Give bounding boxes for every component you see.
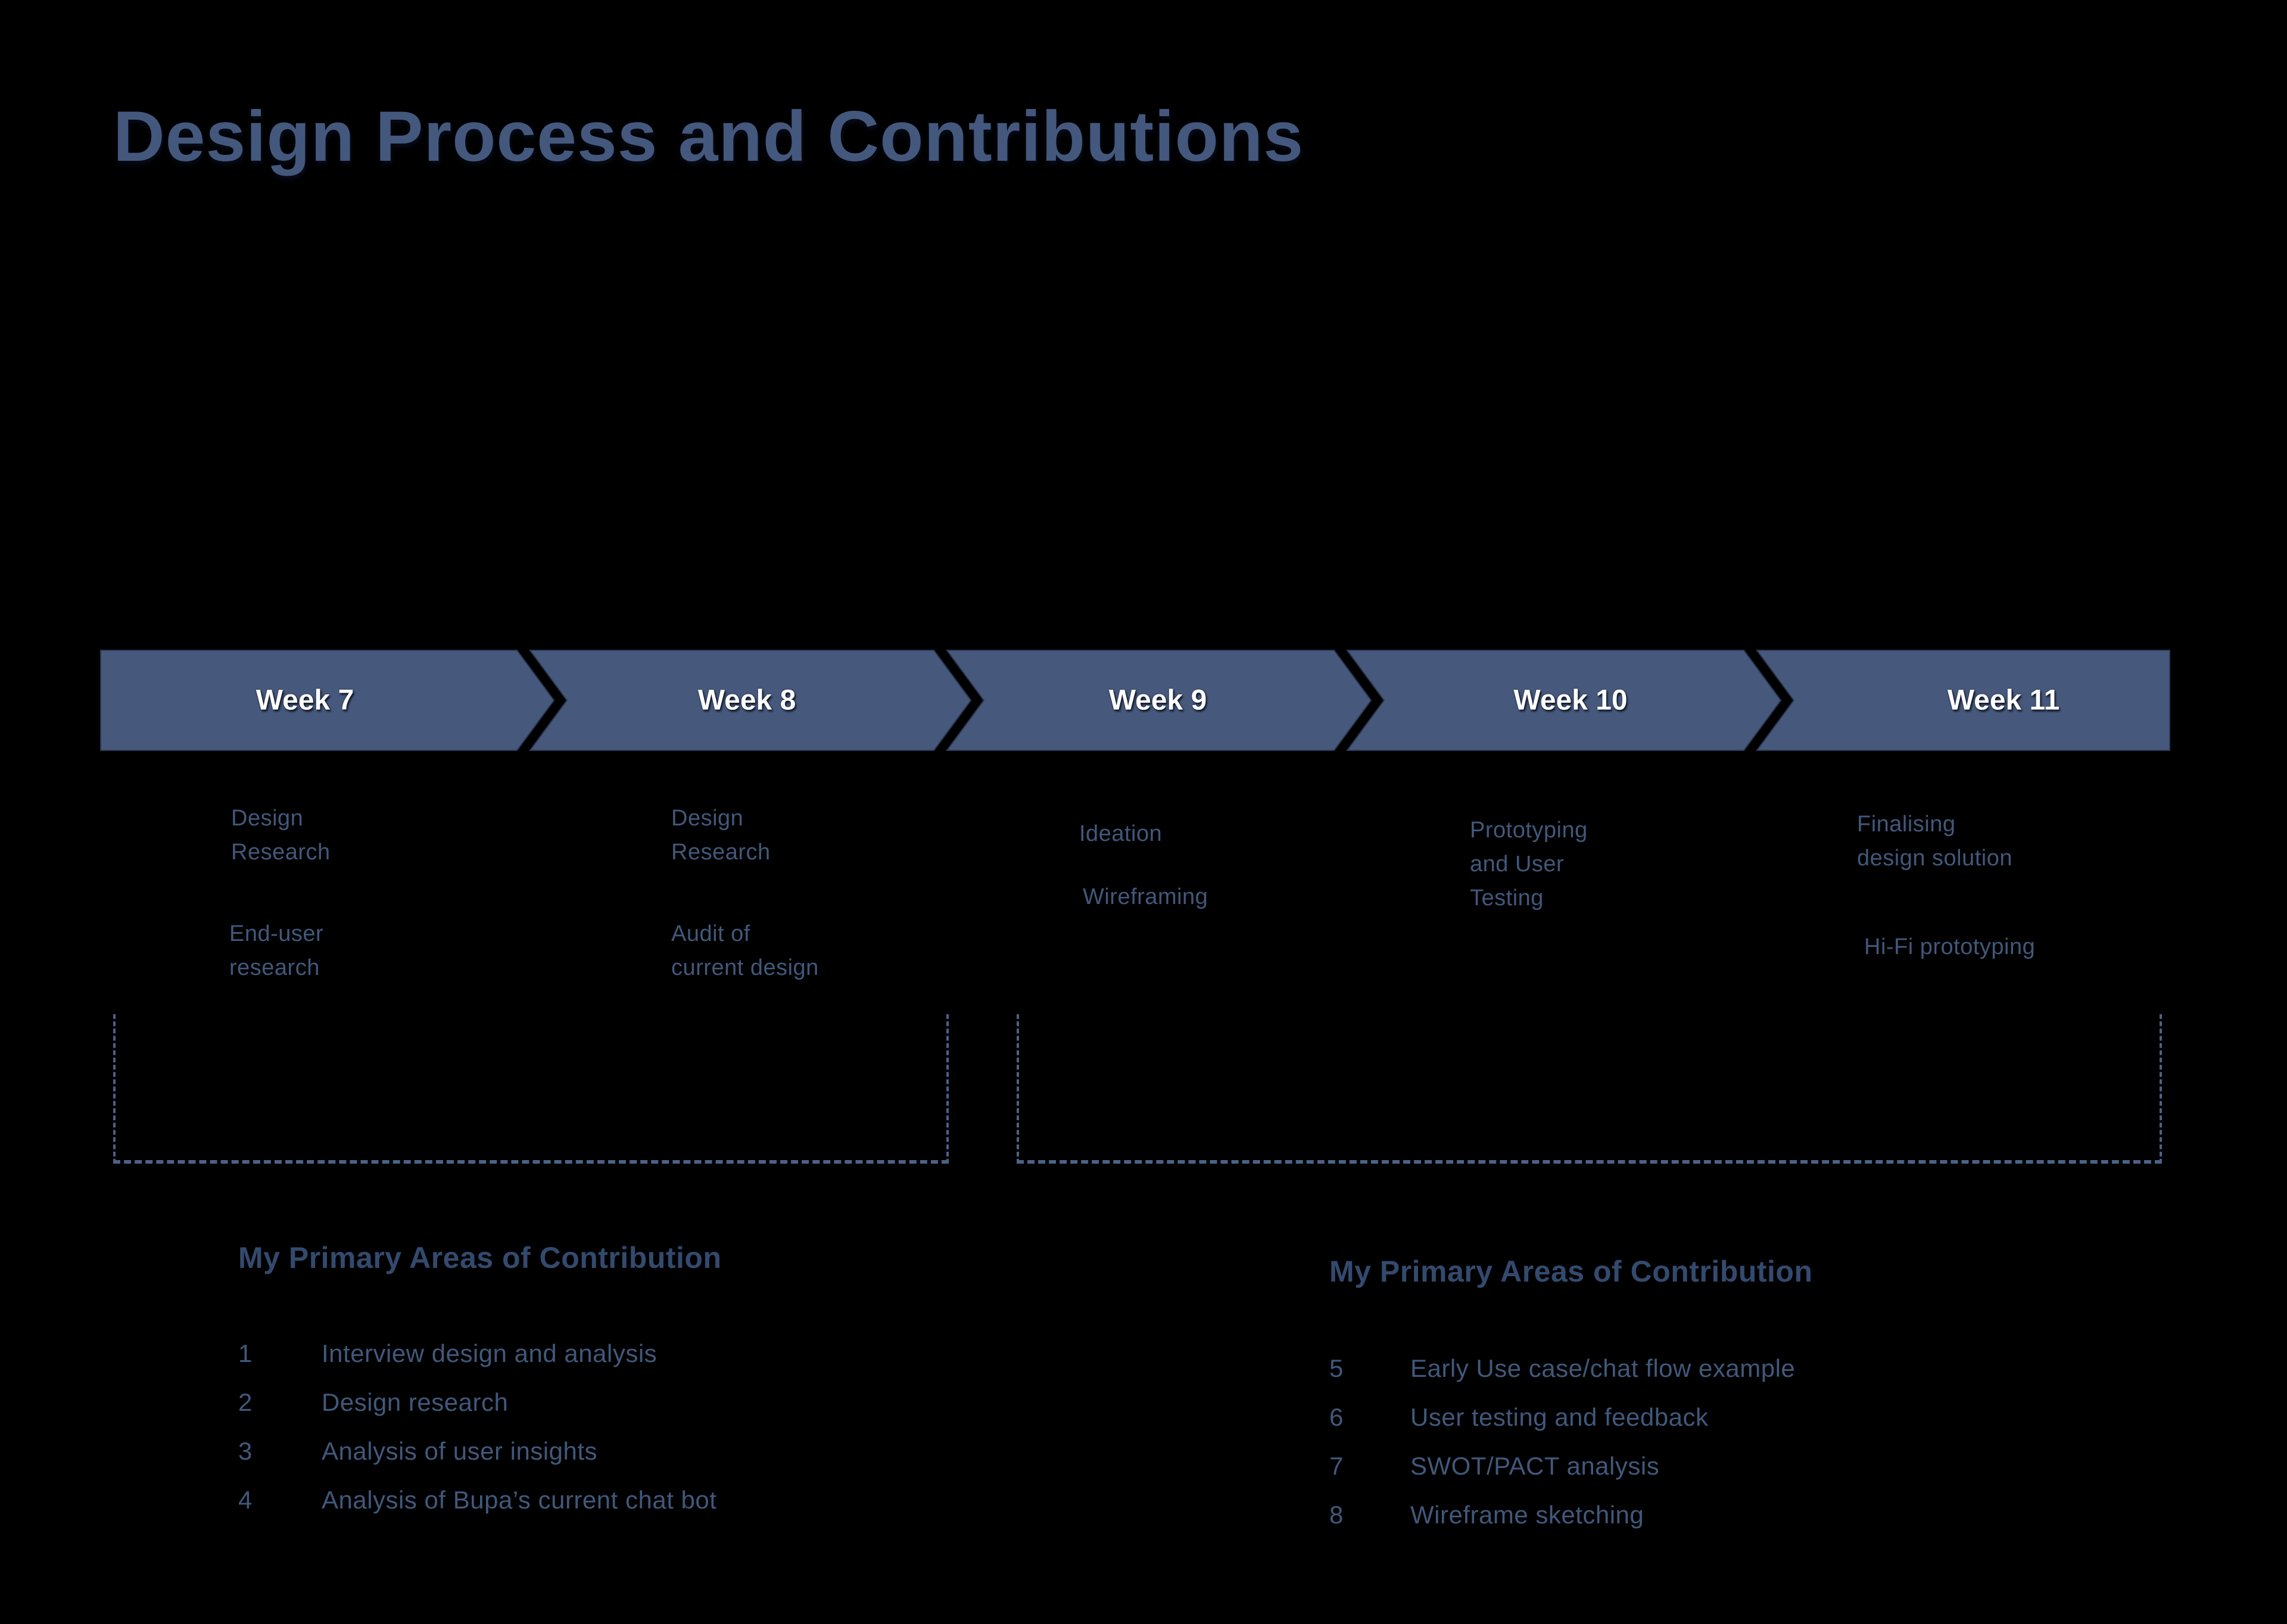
chevron-week-9 <box>946 650 1372 751</box>
timeline-chevrons <box>100 650 2170 751</box>
list-item-text: SWOT/PACT analysis <box>1410 1452 1660 1480</box>
list-item: 4 Analysis of Bupa’s current chat bot <box>238 1488 716 1513</box>
group-outline-box-weeks-9-11 <box>1017 1014 2162 1164</box>
activity-week8-audit: Audit of current design <box>671 921 819 980</box>
week-label-7: Week 7 <box>256 684 354 716</box>
group-outline-box-weeks-7-8 <box>113 1014 949 1164</box>
list-item: 2 Design research <box>238 1390 716 1415</box>
activity-week9-ideation: Ideation <box>1079 821 1163 846</box>
activity-week11-hifi: Hi-Fi prototyping <box>1864 934 2036 959</box>
activity-week9-wireframing: Wireframing <box>1083 884 1208 909</box>
list-item-text: Interview design and analysis <box>322 1339 658 1367</box>
list-item-text: Design research <box>322 1388 509 1416</box>
contribution-list-left: 1 Interview design and analysis 2 Design… <box>238 1341 716 1513</box>
chevron-week-8 <box>529 650 972 751</box>
list-item-number: 8 <box>1329 1501 1344 1529</box>
list-item-number: 4 <box>238 1486 253 1514</box>
week-label-10: Week 10 <box>1513 684 1628 716</box>
week-label-8: Week 8 <box>697 684 796 716</box>
list-item-text: Analysis of user insights <box>322 1437 598 1465</box>
activity-week7-end-user-research: End-user research <box>229 921 324 980</box>
list-item: 8 Wireframe sketching <box>1329 1503 1795 1528</box>
activity-week11-finalising: Finalising design solution <box>1857 812 2013 871</box>
activity-week10-prototyping: Prototyping and User Testing <box>1470 818 1588 911</box>
chevron-week-7 <box>100 650 555 751</box>
list-item-number: 1 <box>238 1339 253 1367</box>
list-item-number: 3 <box>238 1437 253 1465</box>
contribution-heading-left: My Primary Areas of Contribution <box>238 1241 722 1274</box>
list-item-text: Early Use case/chat flow example <box>1410 1354 1796 1382</box>
list-item: 3 Analysis of user insights <box>238 1439 716 1464</box>
list-item-number: 2 <box>238 1388 253 1416</box>
week-label-11: Week 11 <box>1947 684 2060 716</box>
activity-week8-design-research: Design Research <box>671 806 771 865</box>
list-item: 6 User testing and feedback <box>1329 1405 1795 1430</box>
contribution-heading-right: My Primary Areas of Contribution <box>1329 1255 1813 1288</box>
list-item-number: 6 <box>1329 1403 1344 1431</box>
list-item: 7 SWOT/PACT analysis <box>1329 1454 1795 1479</box>
contribution-list-right: 5 Early Use case/chat flow example 6 Use… <box>1329 1356 1795 1528</box>
list-item-text: User testing and feedback <box>1410 1403 1709 1431</box>
activity-week7-design-research: Design Research <box>231 806 331 865</box>
page-title: Design Process and Contributions <box>113 96 1304 176</box>
week-label-9: Week 9 <box>1108 684 1207 716</box>
chevron-week-10 <box>1346 650 1782 751</box>
list-item: 5 Early Use case/chat flow example <box>1329 1356 1795 1381</box>
list-item-number: 7 <box>1329 1452 1344 1480</box>
list-item: 1 Interview design and analysis <box>238 1341 716 1366</box>
list-item-text: Wireframe sketching <box>1410 1501 1644 1529</box>
chevron-week-11 <box>1756 650 2170 751</box>
list-item-number: 5 <box>1329 1354 1344 1382</box>
list-item-text: Analysis of Bupa’s current chat bot <box>322 1486 717 1514</box>
